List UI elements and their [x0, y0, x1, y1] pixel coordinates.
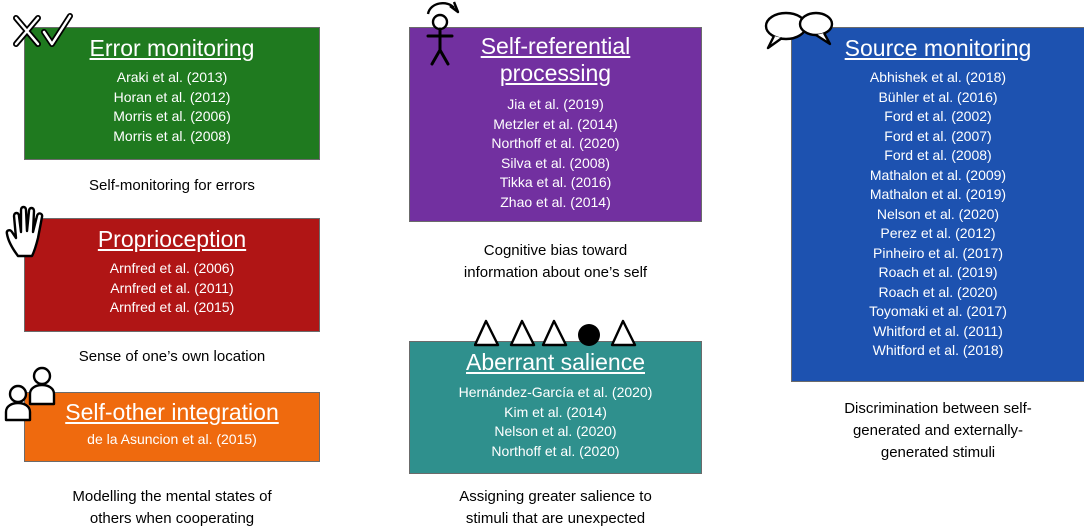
caption-line: Cognitive bias toward: [483, 242, 628, 259]
caption-self-other-integration: Modelling the mental states of others whe…: [24, 486, 320, 530]
reference-item: Arnfred et al. (2015): [109, 299, 235, 315]
caption-line: Discrimination between self-: [844, 400, 1032, 417]
reference-list: Hernández-García et al. (2020) Kim et al.…: [410, 383, 701, 461]
reference-item: Perez et al. (2012): [880, 225, 996, 241]
person-arrow-icon: [426, 1, 460, 66]
caption-line: information about one’s self: [463, 264, 648, 281]
panel-title: Aberrant salience: [466, 349, 645, 375]
reference-item: Whitford et al. (2018): [872, 342, 1004, 358]
panel-self-other-integration: Self-other integration de la Asuncion et…: [24, 392, 320, 462]
panel-title-line-2: processing: [499, 60, 612, 86]
reference-item: Nelson et al. (2020): [876, 205, 1000, 222]
reference-list: Jia et al. (2019) Metzler et al. (2014) No…: [410, 95, 701, 212]
caption-line: Sense of one’s own location: [78, 348, 266, 365]
reference-item: Arnfred et al. (2011): [110, 279, 234, 296]
reference-item: Ford et al. (2008): [884, 147, 992, 163]
reference-item: Hernández-García et al. (2020): [458, 384, 653, 400]
reference-item: Araki et al. (2013): [116, 69, 228, 85]
reference-list: de la Asuncion et al. (2015): [25, 430, 319, 450]
reference-item: Horan et al. (2012): [113, 88, 231, 105]
reference-item: Bühler et al. (2016): [878, 88, 998, 105]
caption-line: stimuli that are unexpected: [465, 510, 646, 527]
cross-check-icon: [13, 13, 73, 47]
reference-item: Metzler et al. (2014): [493, 115, 618, 132]
reference-item: Mathalon et al. (2019): [869, 186, 1007, 202]
reference-item: Mathalon et al. (2009): [869, 166, 1007, 183]
reference-item: Silva et al. (2008): [501, 154, 610, 171]
panel-title: Proprioception: [97, 226, 247, 252]
hand-icon: [5, 205, 44, 258]
panel-title-line-1: Self-referential: [480, 33, 631, 59]
reference-list: Arnfred et al. (2006) Arnfred et al. (201…: [25, 259, 319, 318]
panel-aberrant-salience: Aberrant salience Hernández-García et al…: [409, 341, 702, 474]
reference-item: Roach et al. (2019): [878, 264, 998, 280]
caption-line: generated and externally-: [852, 422, 1024, 439]
reference-item: Roach et al. (2020): [878, 283, 998, 300]
panel-title: Source monitoring: [844, 35, 1032, 61]
reference-item: Northoff et al. (2020): [491, 135, 620, 151]
panel-self-referential-processing: Self-referential processing Jia et al. (…: [409, 27, 702, 222]
panel-source-monitoring: Source monitoring Abhishek et al. (2018)…: [791, 27, 1084, 382]
reference-item: Zhao et al. (2014): [500, 193, 611, 210]
reference-item: Nelson et al. (2020): [494, 423, 617, 439]
reference-item: Whitford et al. (2011): [873, 322, 1003, 339]
panel-error-monitoring: Error monitoring Araki et al. (2013) Hora…: [24, 27, 320, 160]
reference-item: Toyomaki et al. (2017): [869, 303, 1007, 319]
reference-item: Morris et al. (2006): [113, 108, 231, 124]
panel-proprioception: Proprioception Arnfred et al. (2006)Arnf…: [24, 218, 320, 332]
reference-item: Kim et al. (2014): [504, 403, 607, 420]
caption-line: generated stimuli: [880, 444, 996, 461]
caption-self-referential-processing: Cognitive bias toward information about o…: [409, 240, 702, 284]
reference-item: Pinheiro et al. (2017): [873, 244, 1003, 261]
reference-item: Ford et al. (2002): [884, 108, 992, 124]
caption-line: others when cooperating: [89, 510, 255, 527]
speech-bubbles-icon: [764, 11, 834, 50]
caption-line: Modelling the mental states of: [72, 488, 272, 505]
caption-line: Self-monitoring for errors: [89, 177, 255, 194]
panel-title: Self-other integration: [65, 399, 279, 425]
reference-item: Jia et al. (2019): [507, 96, 604, 112]
reference-item: Tikka et al. (2016): [499, 174, 612, 190]
reference-item: de la Asuncion et al. (2015): [87, 431, 257, 447]
caption-error-monitoring: Self-monitoring for errors: [24, 175, 320, 197]
caption-source-monitoring: Discrimination between self-generated an…: [791, 398, 1084, 464]
reference-item: Northoff et al. (2020): [491, 442, 620, 459]
panel-title: Error monitoring: [89, 35, 255, 61]
shapes-odd-one-out-icon: [474, 319, 637, 347]
two-people-icon: [4, 366, 56, 422]
caption-aberrant-salience: Assigning greater salience to stimuli tha…: [409, 486, 702, 530]
reference-list: Abhishek et al. (2018) Bühler et al. (201…: [792, 68, 1084, 361]
caption-proprioception: Sense of one’s own location: [24, 346, 320, 368]
reference-list: Araki et al. (2013) Horan et al. (2012) Mo…: [25, 68, 319, 146]
reference-item: Abhishek et al. (2018): [869, 69, 1007, 85]
caption-line: Assigning greater salience to: [459, 488, 652, 505]
reference-item: Arnfred et al. (2006): [109, 260, 235, 276]
reference-item: Ford et al. (2007): [884, 127, 992, 144]
reference-item: Morris et al. (2008): [113, 127, 231, 144]
